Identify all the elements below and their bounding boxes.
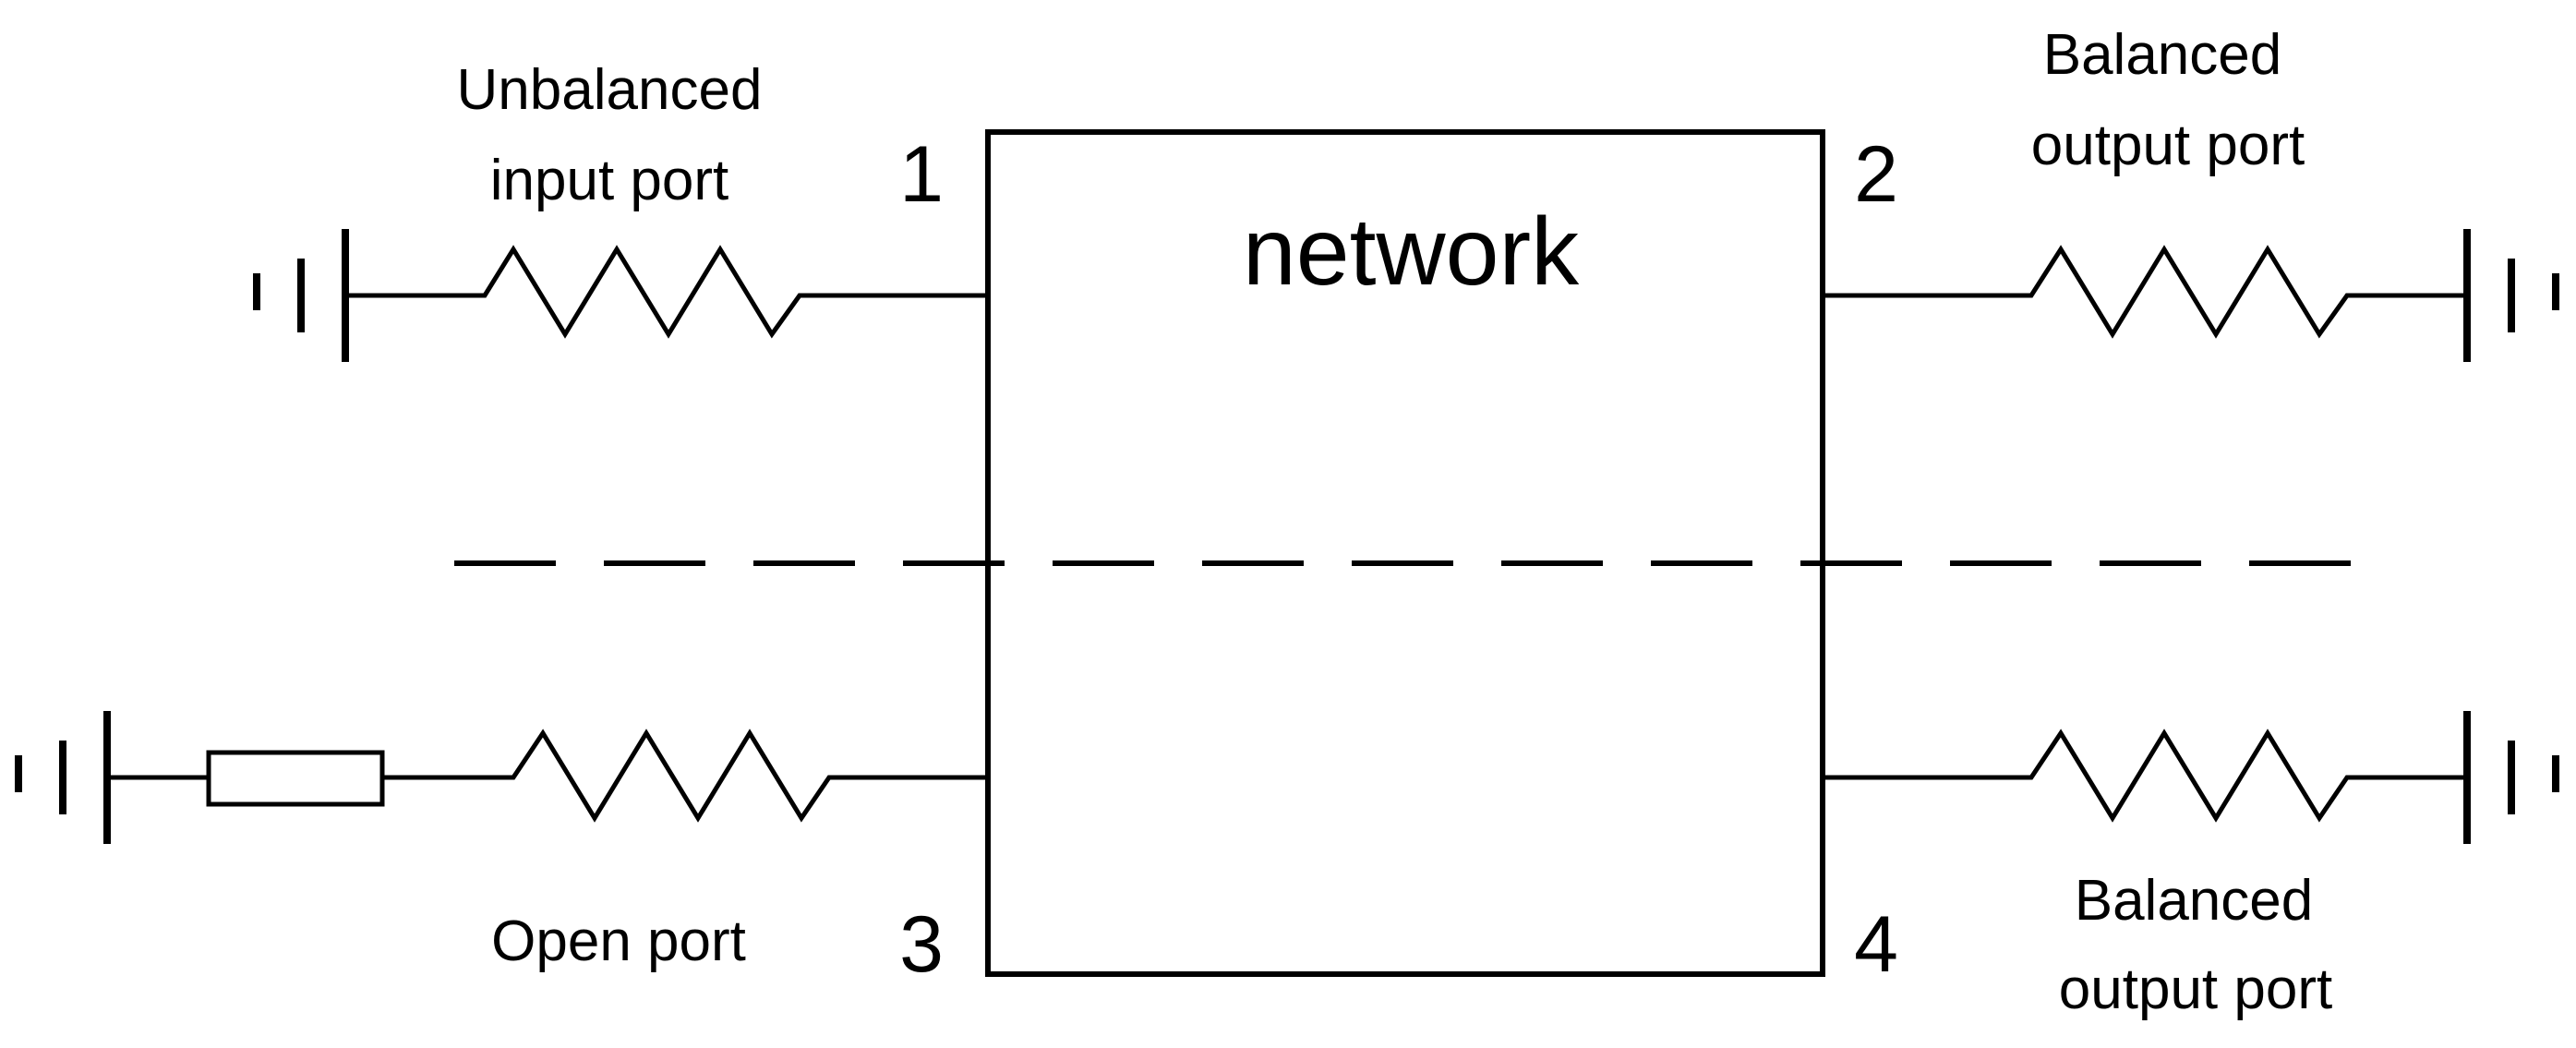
network-title: network (1243, 199, 1580, 306)
port-1-label-line-1: Unbalanced (457, 58, 763, 122)
port-4-number: 4 (1854, 900, 1898, 989)
port-2-label-line-1: Balanced (2043, 23, 2282, 87)
port-3-open-element-icon (206, 750, 385, 807)
port-2-label-line-2: output port (2031, 114, 2305, 177)
port-3-circuit (15, 711, 988, 844)
port-1-circuit (253, 229, 988, 362)
network-box (985, 129, 1825, 977)
port-4-circuit (1823, 711, 2559, 844)
port-1-label-line-2: input port (490, 149, 729, 212)
port-1-resistor-icon (345, 245, 988, 339)
port-4-label-line-1: Balanced (2075, 869, 2314, 933)
port-2-resistor-icon (1823, 245, 2467, 339)
port-4-resistor-icon (1823, 729, 2467, 823)
port-3-label-line-1: Open port (491, 909, 746, 973)
port-4-label-line-2: output port (2059, 958, 2332, 1021)
port-3-number: 3 (899, 900, 944, 989)
port-3-resistor-icon (382, 729, 988, 823)
port-1-number: 1 (899, 130, 944, 219)
port-2-circuit (1823, 229, 2559, 362)
port-2-number: 2 (1854, 130, 1898, 219)
